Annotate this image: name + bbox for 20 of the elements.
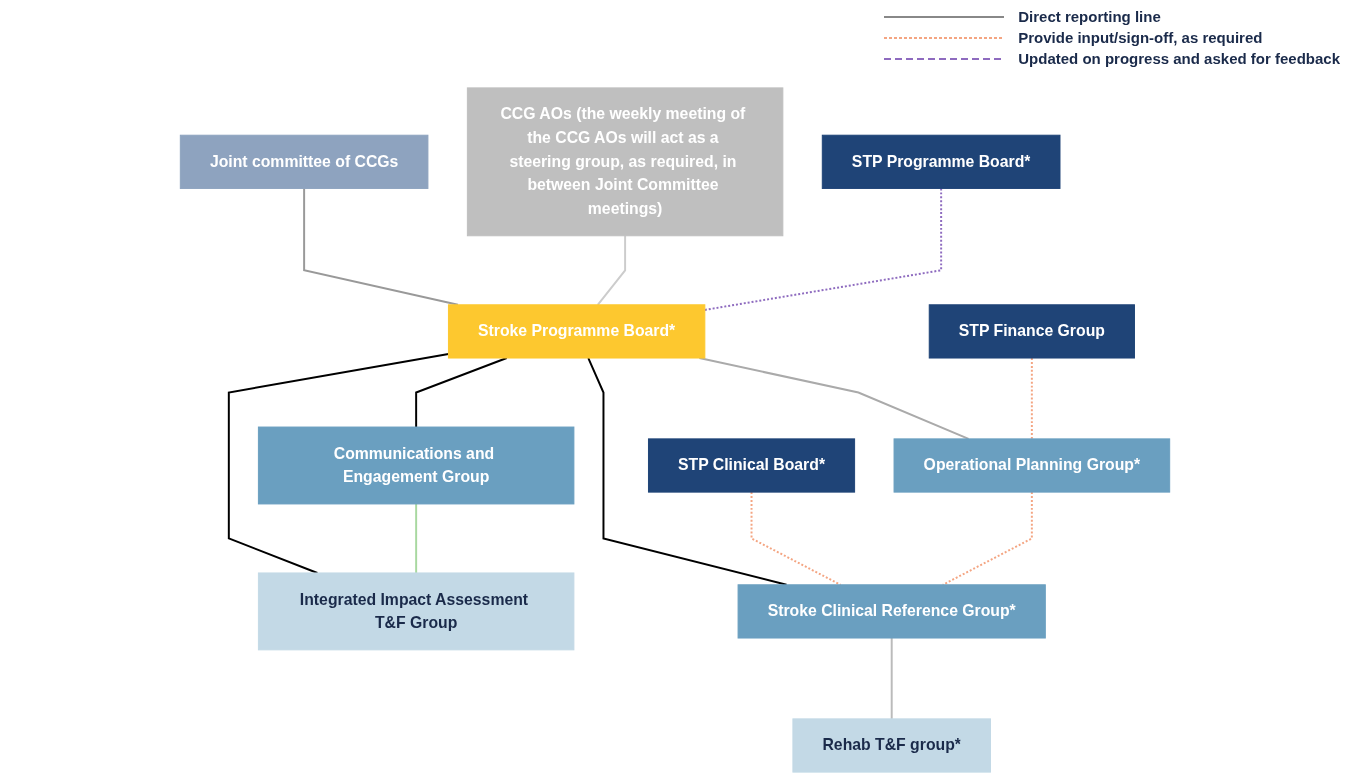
node-box: STP Finance Group [928, 304, 1135, 359]
node-box: Stroke Programme Board* [447, 304, 706, 359]
connector [890, 637, 893, 720]
connector [227, 352, 450, 574]
node-box: STP Programme Board* [821, 134, 1061, 189]
legend-label: Provide input/sign-off, as required [1018, 29, 1263, 46]
connector [703, 187, 943, 311]
node-box: STP Clinical Board* [647, 438, 856, 493]
connector [596, 234, 627, 306]
node-box: Rehab T&F group* [792, 718, 991, 773]
node-box: CCG AOs (the weekly meeting of the CCG AOs will act as a steering group, as required, in between Joint Committee meetings) [466, 87, 784, 237]
node-box: Operational Planning Group* [893, 438, 1171, 493]
legend-label: Direct reporting line [1018, 8, 1161, 25]
legend-label: Updated on progress and asked for feedback [1018, 50, 1340, 67]
node-box: Communications and Engagement Group [257, 426, 575, 505]
connector [415, 357, 508, 429]
connector [415, 502, 418, 574]
node-box: Stroke Clinical Reference Group* [737, 584, 1046, 639]
node-box: Integrated Impact Assessment T&F Group [257, 572, 575, 651]
node-box: Joint committee of CCGs [179, 134, 429, 189]
